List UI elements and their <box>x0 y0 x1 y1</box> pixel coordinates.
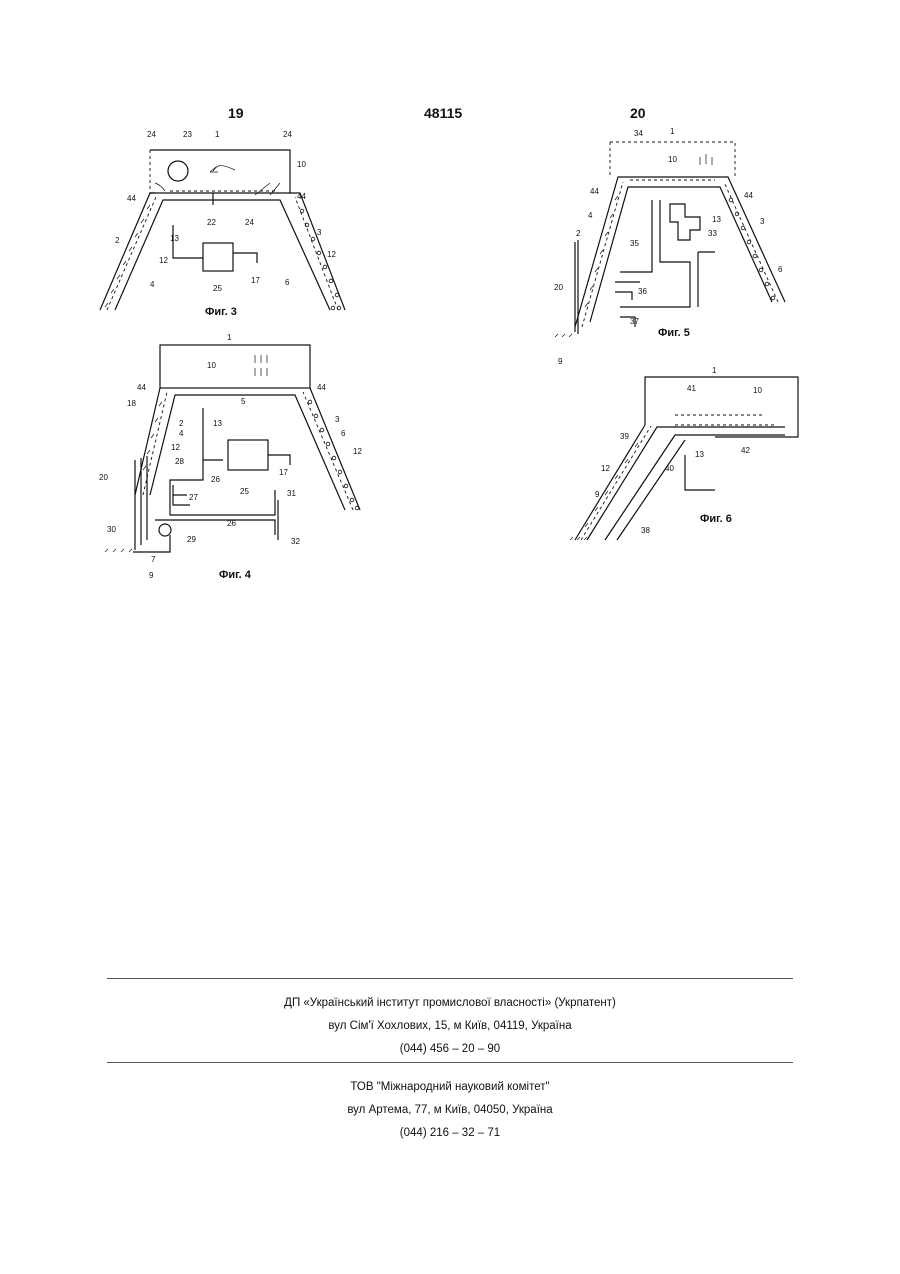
fig4-label-12b: 12 <box>353 447 362 456</box>
fig3-caption: Фиг. 3 <box>205 306 237 318</box>
ukrpatent-address: вул Сім'ї Хохлових, 15, м Київ, 04119, У… <box>107 1015 793 1038</box>
figure-6-drawing <box>570 377 798 540</box>
fig4-label-26b: 26 <box>227 519 236 528</box>
fig6-label-39: 39 <box>620 432 629 441</box>
fig6-label-10: 10 <box>753 386 762 395</box>
footer-rule-middle <box>107 1062 793 1063</box>
committee-address: вул Артема, 77, м Київ, 04050, Україна <box>107 1099 793 1122</box>
fig5-label-1: 1 <box>670 127 675 136</box>
fig3-label-1: 1 <box>215 130 220 139</box>
fig5-label-44a: 44 <box>590 187 599 196</box>
fig4-label-2: 2 <box>179 419 184 428</box>
fig3-label-6: 6 <box>285 278 290 287</box>
fig3-label-12b: 12 <box>327 250 336 259</box>
fig5-label-20: 20 <box>554 283 563 292</box>
committee-phone: (044) 216 – 32 – 71 <box>107 1122 793 1145</box>
fig4-label-26a: 26 <box>211 475 220 484</box>
fig4-label-9: 9 <box>149 571 154 580</box>
fig4-label-7: 7 <box>151 555 156 564</box>
fig4-label-13: 13 <box>213 419 222 428</box>
ukrpatent-name: ДП «Український інститут промислової вла… <box>107 992 793 1015</box>
fig4-label-44b: 44 <box>317 383 326 392</box>
fig5-label-2: 2 <box>576 229 581 238</box>
fig4-label-12a: 12 <box>171 443 180 452</box>
fig3-label-10: 10 <box>297 160 306 169</box>
ukrpatent-phone: (044) 456 – 20 – 90 <box>107 1038 793 1061</box>
fig4-label-3: 3 <box>335 415 340 424</box>
fig3-label-24c: 24 <box>245 218 254 227</box>
fig3-label-22: 22 <box>207 218 216 227</box>
patent-number: 48115 <box>424 105 462 121</box>
fig6-label-1: 1 <box>712 366 717 375</box>
page-number-left: 19 <box>228 105 244 121</box>
fig4-label-5: 5 <box>241 397 246 406</box>
fig6-caption: Фиг. 6 <box>700 513 732 525</box>
fig4-label-29: 29 <box>187 535 196 544</box>
fig5-label-3: 3 <box>760 217 765 226</box>
fig5-label-4: 4 <box>588 211 593 220</box>
fig3-label-12a: 12 <box>159 256 168 265</box>
fig5-label-33: 33 <box>708 229 717 238</box>
fig6-label-41: 41 <box>687 384 696 393</box>
fig4-label-25: 25 <box>240 487 249 496</box>
fig3-label-4: 4 <box>150 280 155 289</box>
fig3-label-2: 2 <box>115 236 120 245</box>
fig4-label-44a: 44 <box>137 383 146 392</box>
fig4-label-32: 32 <box>291 537 300 546</box>
footer-org-committee: ТОВ "Міжнародний науковий комітет" вул А… <box>107 1076 793 1145</box>
fig5-label-44b: 44 <box>744 191 753 200</box>
fig3-label-13: 13 <box>170 234 179 243</box>
fig3-label-44a: 44 <box>127 194 136 203</box>
fig4-label-4: 4 <box>179 429 184 438</box>
fig5-label-34: 34 <box>634 129 643 138</box>
committee-name: ТОВ "Міжнародний науковий комітет" <box>107 1076 793 1099</box>
fig4-label-30: 30 <box>107 525 116 534</box>
fig3-label-17: 17 <box>251 276 260 285</box>
fig4-caption: Фиг. 4 <box>219 569 252 581</box>
fig4-label-17: 17 <box>279 468 288 477</box>
fig6-label-42: 42 <box>741 446 750 455</box>
fig4-label-28: 28 <box>175 457 184 466</box>
fig5-label-35: 35 <box>630 239 639 248</box>
fig4-label-1: 1 <box>227 333 232 342</box>
figure-6: 1 41 10 42 39 13 12 40 9 38 Фиг. 6 <box>565 365 805 550</box>
fig5-label-10: 10 <box>668 155 677 164</box>
fig5-label-36: 36 <box>638 287 647 296</box>
fig4-label-27: 27 <box>189 493 198 502</box>
fig4-label-18: 18 <box>127 399 136 408</box>
fig6-label-13: 13 <box>695 450 704 459</box>
figure-5-drawing <box>555 142 785 337</box>
figure-4: 1 10 5 44 44 18 2 4 13 3 6 12 12 28 20 2… <box>95 330 385 590</box>
fig3-label-25: 25 <box>213 284 222 293</box>
fig3-label-3: 3 <box>317 228 322 237</box>
fig5-label-6: 6 <box>778 265 783 274</box>
fig5-caption: Фиг. 5 <box>658 327 690 339</box>
fig3-label-24b: 24 <box>283 130 292 139</box>
fig4-label-31: 31 <box>287 489 296 498</box>
page-number-right: 20 <box>630 105 646 121</box>
fig6-label-12: 12 <box>601 464 610 473</box>
footer-org-ukrpatent: ДП «Український інститут промислової вла… <box>107 992 793 1061</box>
fig6-label-38: 38 <box>641 526 650 535</box>
fig4-label-6: 6 <box>341 429 346 438</box>
figure-5: 1 34 10 44 44 4 2 13 33 3 35 6 20 36 37 … <box>550 122 810 372</box>
figure-3: 1 23 24 24 24 10 44 44 22 2 13 3 12 12 2… <box>95 125 355 325</box>
fig6-label-9: 9 <box>595 490 600 499</box>
fig5-label-9: 9 <box>558 357 563 366</box>
fig3-label-24a: 24 <box>147 130 156 139</box>
fig5-label-13: 13 <box>712 215 721 224</box>
fig4-label-10: 10 <box>207 361 216 370</box>
fig6-label-40: 40 <box>665 464 674 473</box>
footer-rule-top <box>107 978 793 979</box>
fig3-label-23: 23 <box>183 130 192 139</box>
figure-3-drawing <box>100 150 345 310</box>
fig3-label-44b: 44 <box>297 192 306 201</box>
fig4-label-20: 20 <box>99 473 108 482</box>
fig5-label-37: 37 <box>630 317 639 326</box>
